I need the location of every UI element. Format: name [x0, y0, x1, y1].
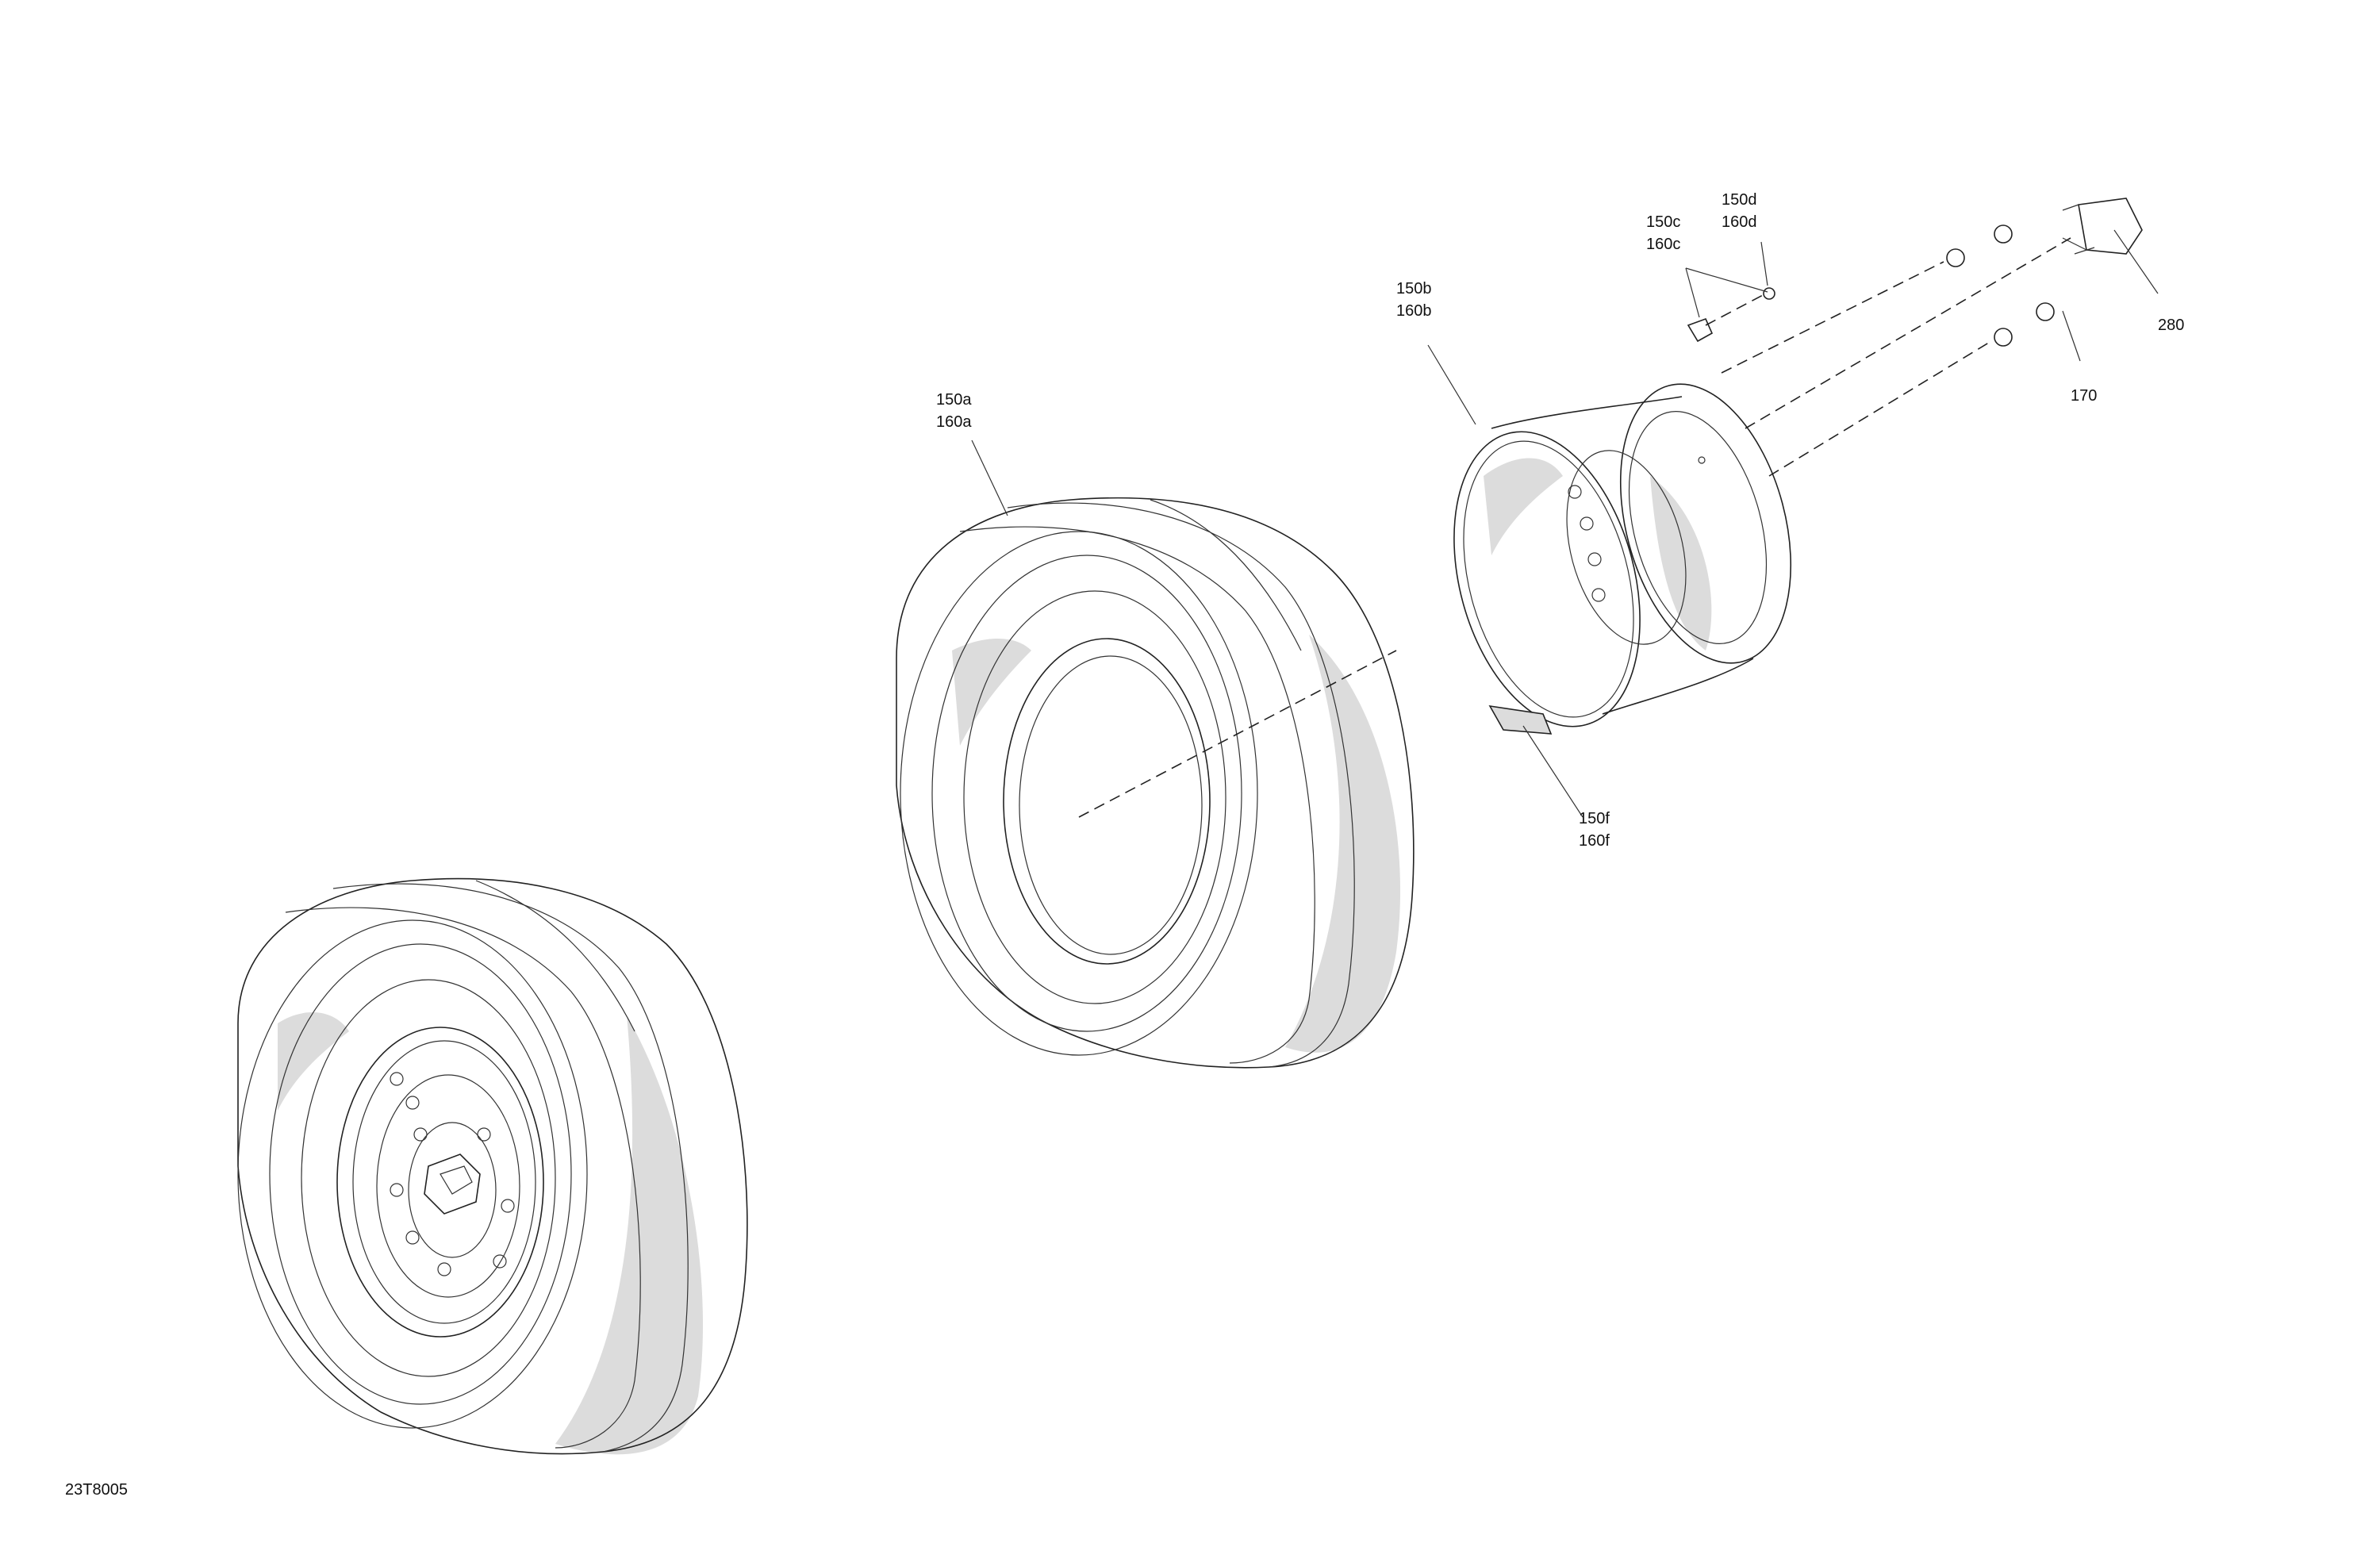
callout-valve-cap-line1: 150d — [1722, 191, 1757, 209]
callout-valve-stem-line2: 160c — [1646, 236, 1681, 253]
small-parts — [1488, 198, 2143, 735]
lug-nut-part — [1946, 248, 1965, 267]
assembled-wheel — [237, 877, 748, 1455]
callout-hub-cap-line1: 280 — [2158, 317, 2185, 334]
leader-lines — [971, 229, 2159, 818]
lug-nut-part — [1994, 328, 2013, 347]
hub-cap-part — [2078, 198, 2143, 255]
callout-valve-stem: 150c 160c — [1646, 211, 1680, 255]
callout-lug-nut: 170 — [2071, 385, 2097, 407]
callout-valve-cap: 150d 160d — [1722, 189, 1757, 233]
exploded-tire — [896, 497, 1415, 1069]
assembly-lines — [1078, 237, 2071, 818]
lug-nut-part — [1994, 225, 2013, 244]
callout-rim-line2: 160b — [1396, 302, 1432, 320]
callout-rim-line1: 150b — [1396, 280, 1432, 297]
callout-wheel-weight-line2: 160f — [1579, 832, 1610, 850]
drawing-code: 23T8005 — [65, 1481, 128, 1499]
valve-stem-part — [1687, 317, 1714, 343]
callout-rim: 150b 160b — [1396, 278, 1432, 322]
callout-lug-nut-line1: 170 — [2071, 387, 2098, 405]
callout-tire-line1: 150a — [936, 391, 972, 409]
callout-wheel-weight-line1: 150f — [1579, 810, 1610, 827]
callout-wheel-weight: 150f 160f — [1579, 808, 1610, 852]
callout-hub-cap: 280 — [2158, 314, 2184, 336]
callout-valve-cap-line2: 160d — [1722, 213, 1757, 231]
callout-valve-stem-line1: 150c — [1646, 213, 1681, 231]
wheel-weight-part — [1488, 704, 1553, 735]
exploded-rim — [1453, 383, 1792, 727]
lug-nut-part — [2036, 302, 2055, 321]
valve-cap-part — [1763, 287, 1775, 300]
callout-tire: 150a 160a — [936, 389, 972, 433]
callout-tire-line2: 160a — [936, 413, 972, 431]
